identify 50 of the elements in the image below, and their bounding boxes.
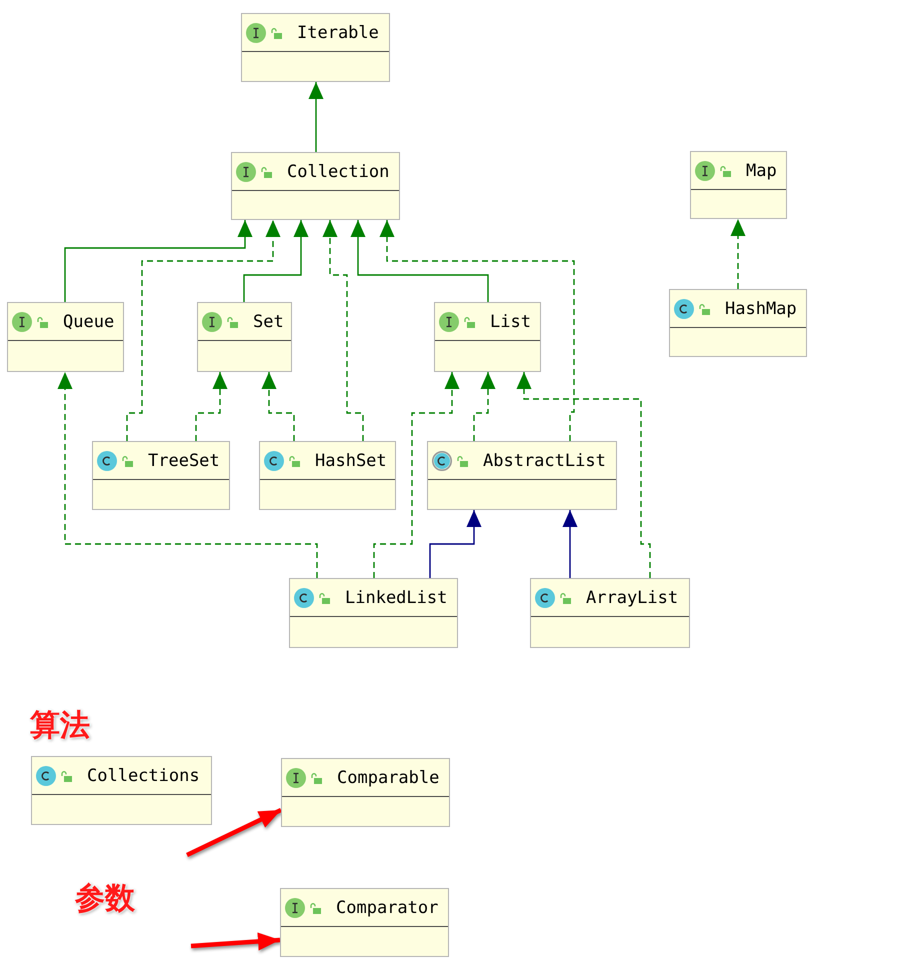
class-name: ArrayList xyxy=(586,588,678,608)
dashed-arrow xyxy=(730,219,746,289)
class-name: Set xyxy=(253,312,284,332)
arrow xyxy=(186,808,282,858)
class-name: HashMap xyxy=(725,299,797,319)
class-name: Comparator xyxy=(336,898,438,918)
class-box xyxy=(31,756,212,825)
class-box xyxy=(434,302,541,372)
dashed-arrow xyxy=(262,372,295,441)
class-name: TreeSet xyxy=(148,451,220,471)
dashed-arrow xyxy=(473,372,496,441)
class-box xyxy=(241,13,390,82)
class-box xyxy=(197,302,292,372)
class-name: Comparable xyxy=(337,768,440,788)
arrow xyxy=(308,82,324,152)
arrow xyxy=(350,220,489,302)
class-box xyxy=(92,441,230,510)
class-name: AbstractList xyxy=(483,451,606,471)
dashed-arrow xyxy=(380,220,575,441)
class-box xyxy=(280,888,449,957)
class-name: LinkedList xyxy=(345,588,448,608)
class-box xyxy=(690,151,787,219)
class-name: HashSet xyxy=(315,451,387,471)
arrow xyxy=(562,510,578,578)
annotation-text: 算法 xyxy=(30,709,90,743)
annotation-text: 参数 xyxy=(75,882,135,916)
class-name: Iterable xyxy=(297,23,379,43)
class-box xyxy=(231,152,400,220)
class-box xyxy=(289,578,458,648)
class-box xyxy=(281,758,450,827)
class-box xyxy=(530,578,690,648)
arrow xyxy=(64,220,252,302)
dashed-arrow xyxy=(516,372,651,578)
dashed-arrow xyxy=(322,220,364,441)
class-name: Collection xyxy=(287,162,390,182)
class-box xyxy=(7,302,124,372)
class-box xyxy=(427,441,617,510)
arrow xyxy=(243,220,308,302)
arrow xyxy=(190,932,280,950)
class-name: List xyxy=(490,312,531,332)
dashed-arrow xyxy=(126,220,280,441)
class-box xyxy=(669,289,807,357)
class-name: Queue xyxy=(63,312,114,332)
dashed-arrow xyxy=(58,372,318,578)
dashed-arrow xyxy=(373,372,460,578)
class-name: Map xyxy=(746,161,777,181)
class-box xyxy=(259,441,396,510)
dashed-arrow xyxy=(195,372,228,441)
class-name: Collections xyxy=(87,766,200,786)
arrow xyxy=(429,510,482,578)
